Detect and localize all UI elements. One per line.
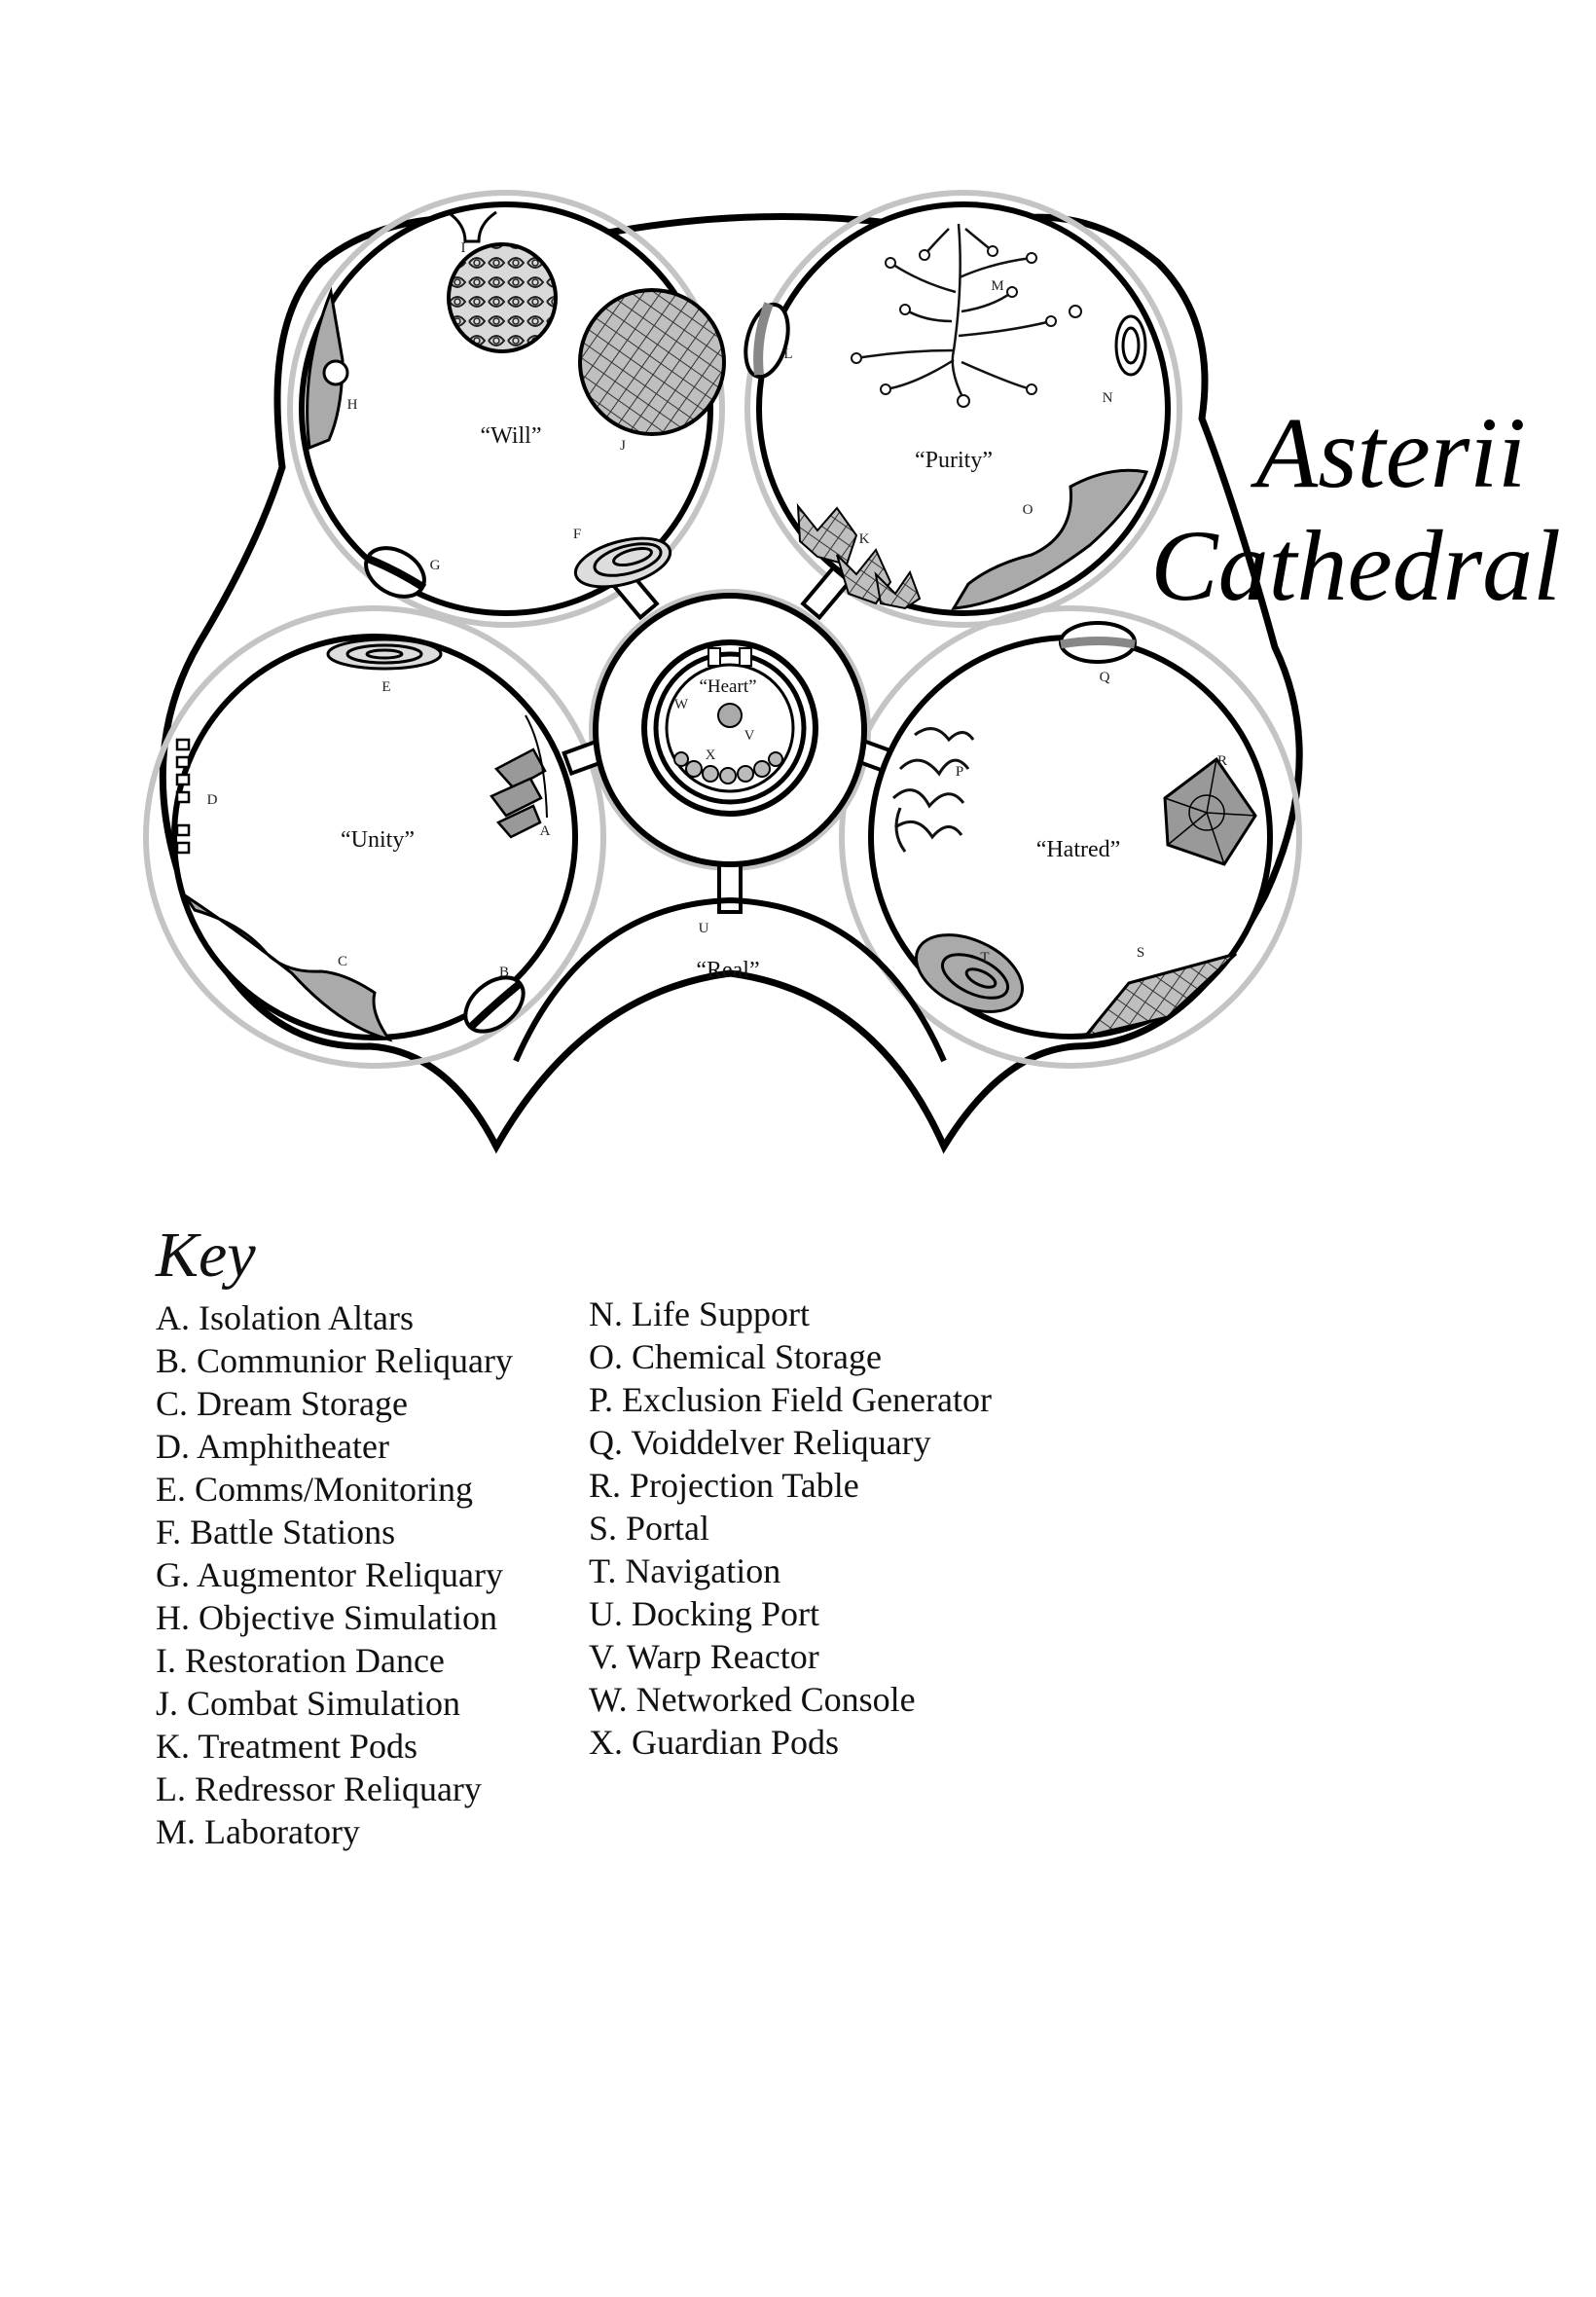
room-label-heart: “Heart” — [699, 676, 756, 697]
room-unity: “Unity” E D A C B — [171, 634, 578, 1042]
key-item: A. Isolation Altars — [156, 1298, 414, 1337]
room-heart: “Heart” W V X — [593, 593, 867, 867]
marker-f: F — [573, 527, 581, 542]
marker-v: V — [744, 728, 755, 744]
projection-table — [1163, 756, 1257, 866]
key-item: F. Battle Stations — [156, 1513, 396, 1551]
room-purity: “Purity” M L N O K — [744, 201, 1171, 616]
marker-s: S — [1137, 945, 1144, 961]
exclusion-field-generator — [891, 727, 975, 853]
projection-web — [1164, 758, 1256, 865]
marker-e: E — [381, 679, 390, 695]
room-hatred: “Hatred” Q P R T S — [868, 621, 1273, 1039]
chemical-storage — [951, 468, 1149, 610]
key-item: J. Combat Simulation — [156, 1684, 461, 1723]
room-real: “Real” U — [513, 896, 947, 1063]
key-item: L. Redressor Reliquary — [156, 1769, 482, 1808]
key-item: H. Objective Simulation — [156, 1598, 497, 1637]
marker-m: M — [991, 278, 1003, 294]
key-item: C. Dream Storage — [156, 1384, 408, 1423]
map-title-line1: Asterii — [1255, 397, 1526, 509]
key-column-left: A. Isolation Altars B. Communior Reliqua… — [156, 1296, 513, 1853]
marker-d: D — [207, 792, 218, 808]
key-item: O. Chemical Storage — [589, 1337, 882, 1376]
key-item: K. Treatment Pods — [156, 1727, 418, 1766]
room-will: “Will” I H J F G — [299, 201, 726, 616]
comms-monitoring — [326, 638, 443, 671]
marker-w: W — [674, 697, 689, 712]
battle-stations — [573, 536, 672, 589]
key-item: R. Projection Table — [589, 1466, 859, 1505]
marker-n: N — [1103, 390, 1113, 406]
key-item: D. Amphitheater — [156, 1427, 389, 1466]
amphitheater — [175, 738, 191, 855]
key-item: V. Warp Reactor — [589, 1637, 819, 1676]
room-label-purity: “Purity” — [915, 448, 993, 473]
cathedral-map: “Will” I H J F G — [143, 190, 1303, 1154]
portal — [1081, 952, 1238, 1039]
map-title-line2: Cathedral — [1150, 510, 1561, 622]
guardian-pods — [673, 751, 783, 784]
key-item: S. Portal — [589, 1509, 710, 1548]
marker-q: Q — [1100, 670, 1110, 685]
marker-r: R — [1217, 753, 1227, 769]
key-item: B. Communior Reliquary — [156, 1341, 513, 1380]
dream-storage — [183, 893, 393, 1042]
marker-i: I — [461, 240, 466, 256]
key-item: G. Augmentor Reliquary — [156, 1555, 503, 1594]
key-item: N. Life Support — [589, 1294, 810, 1333]
restoration-dance — [447, 242, 558, 353]
life-support — [1114, 314, 1147, 377]
marker-j: J — [620, 438, 626, 454]
guide-rings — [143, 190, 1302, 1069]
marker-x: X — [706, 747, 716, 763]
treatment-pods — [796, 502, 922, 610]
key-column-right: N. Life Support O. Chemical Storage P. E… — [589, 1293, 992, 1764]
marker-b: B — [499, 965, 509, 980]
key-item: W. Networked Console — [589, 1680, 916, 1719]
marker-g: G — [430, 558, 441, 573]
key-item: M. Laboratory — [156, 1812, 360, 1851]
marker-h: H — [347, 397, 358, 413]
key-heading: Key — [156, 1220, 256, 1291]
marker-c: C — [338, 954, 347, 969]
marker-t: T — [980, 950, 989, 966]
room-label-will: “Will” — [481, 423, 542, 449]
marker-l: L — [783, 346, 792, 362]
room-label-unity: “Unity” — [341, 827, 415, 853]
key-item: X. Guardian Pods — [589, 1723, 839, 1762]
key-item: E. Comms/Monitoring — [156, 1470, 474, 1509]
key-item: T. Navigation — [589, 1551, 781, 1590]
key-item: I. Restoration Dance — [156, 1641, 445, 1680]
room-label-hatred: “Hatred” — [1036, 837, 1121, 862]
room-label-real: “Real” — [696, 958, 759, 983]
marker-a: A — [540, 823, 551, 839]
marker-o: O — [1023, 502, 1034, 518]
warp-reactor — [717, 703, 743, 728]
marker-u: U — [699, 921, 709, 936]
navigation — [915, 933, 1024, 1013]
marker-k: K — [859, 531, 870, 547]
key-item: Q. Voiddelver Reliquary — [589, 1423, 931, 1462]
combat-simulation — [578, 288, 726, 436]
marker-p: P — [956, 764, 963, 780]
isolation-altars — [490, 747, 547, 839]
laboratory-nodes — [851, 245, 1082, 408]
key-item: P. Exclusion Field Generator — [589, 1380, 992, 1419]
key-item: U. Docking Port — [589, 1594, 819, 1633]
